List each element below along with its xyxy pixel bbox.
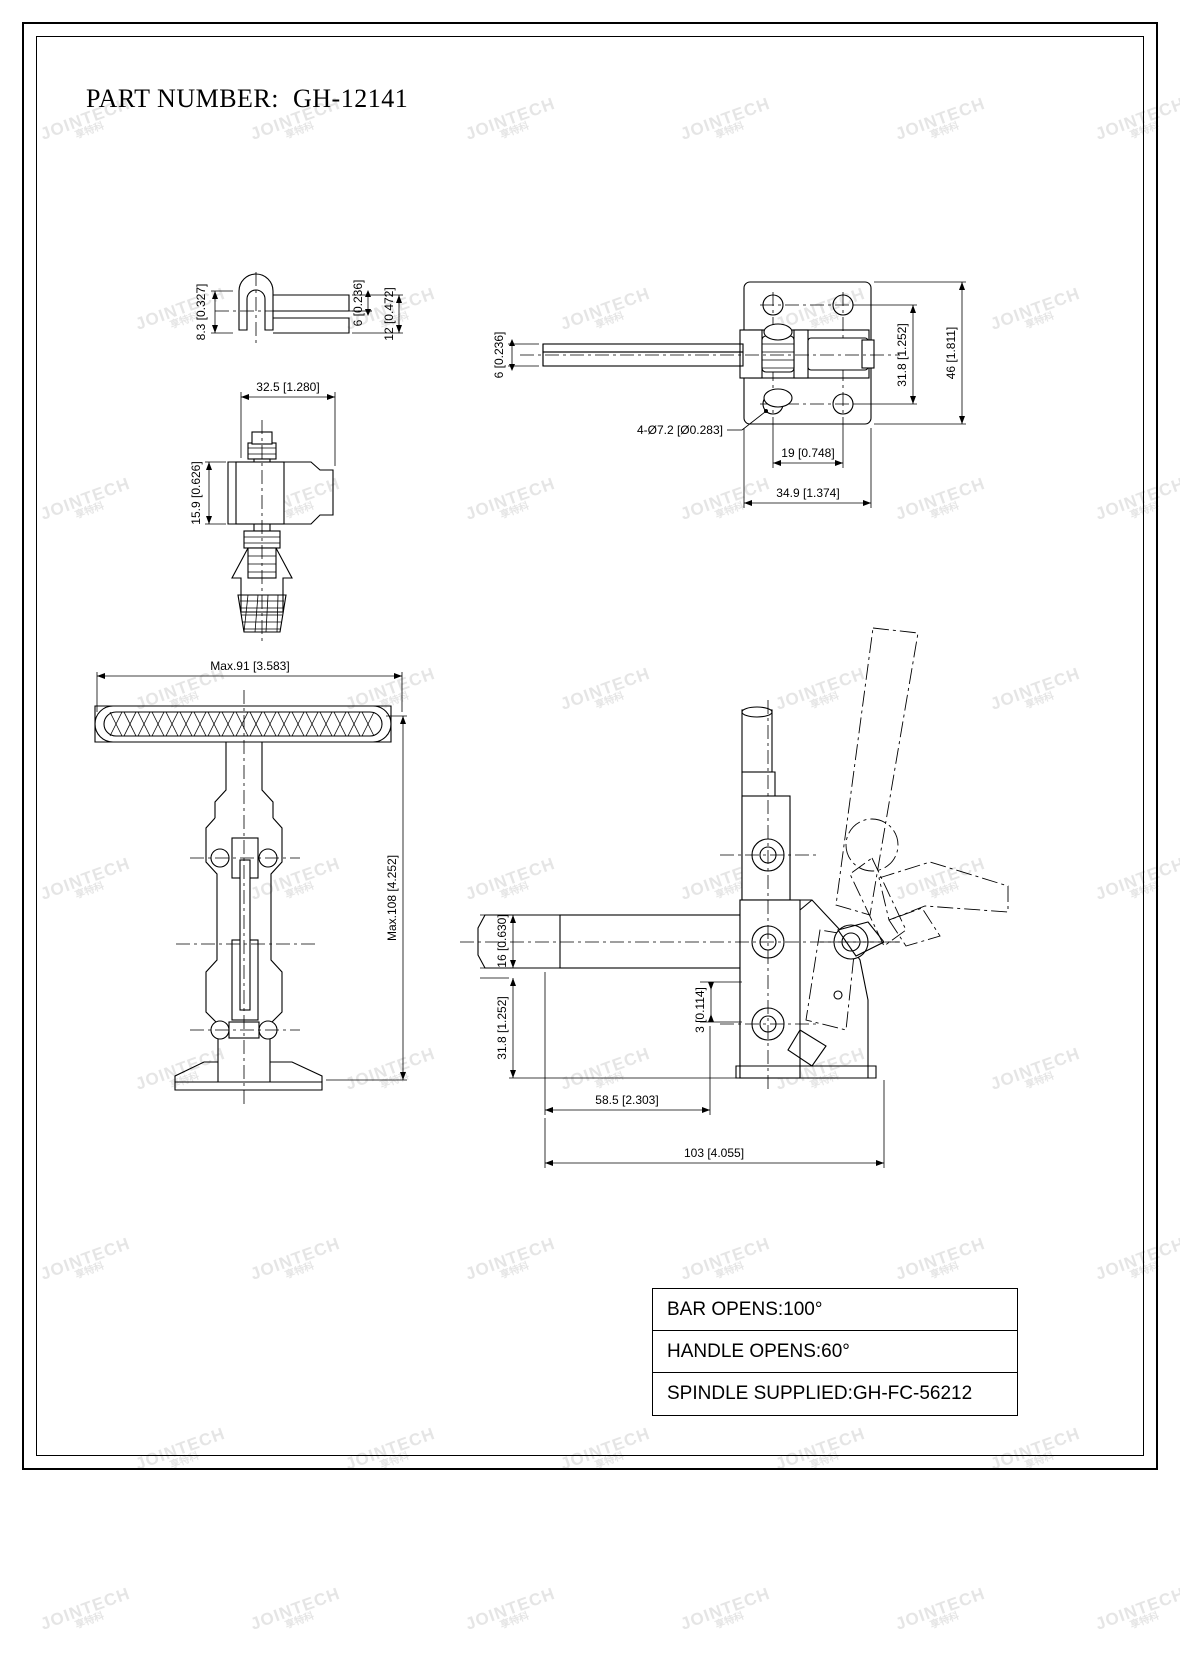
view-base-plate-top: 6 [0.236] 31.8 [1.252] 46 [1.811] 19 [0.… (492, 281, 966, 508)
dim-15-9: 15.9 [0.626] (189, 461, 203, 524)
note-handle-opens: HANDLE OPENS:60° (653, 1331, 1017, 1373)
dim-34-9: 34.9 [1.374] (776, 486, 839, 500)
note-spindle-supplied: SPINDLE SUPPLIED:GH-FC-56212 (667, 1383, 973, 1404)
view-spindle-side: 32.5 [1.280] 15.9 [0.626] (189, 380, 336, 645)
phantom-open-positions (805, 627, 1009, 1031)
note-bar-opens: BAR OPENS:100° (653, 1289, 1017, 1331)
dim-6-b: 6 [0.236] (492, 332, 506, 379)
dim-max-91: Max.91 [3.583] (210, 659, 289, 673)
dim-46: 46 [1.811] (944, 327, 958, 380)
border-inner (36, 36, 1144, 1456)
dim-16: 16 [0.630] (495, 914, 509, 967)
dim-6-a: 6 [0.236] (351, 280, 365, 327)
view-front-handle: Max.91 [3.583] Max.108 [4.252] (94, 659, 407, 1105)
dim-12: 12 [0.472] (382, 287, 396, 340)
dim-32-5: 32.5 [1.280] (256, 380, 319, 394)
note-hole-callout: 4-Ø7.2 [Ø0.283] (637, 423, 723, 437)
dim-3: 3 [0.114] (693, 987, 707, 1033)
notes-table: BAR OPENS:100° HANDLE OPENS:60° SPINDLE … (652, 1288, 1018, 1416)
border-outer (22, 22, 1158, 1470)
dim-31-8-b: 31.8 [1.252] (495, 996, 509, 1059)
view-u-bar-end: 8.3 [0.327] 6 [0.236] 12 [0.472] (194, 272, 403, 345)
page-title: PART NUMBER: GH-12141 (86, 84, 409, 113)
dim-103: 103 [4.055] (684, 1146, 744, 1160)
view-side-assembly: 16 [0.630] 31.8 [1.252] 3 [0.114] 58.5 [… (460, 627, 1009, 1168)
dim-58-5: 58.5 [2.303] (595, 1093, 658, 1107)
dim-19: 19 [0.748] (781, 446, 834, 460)
dim-8-3: 8.3 [0.327] (194, 284, 208, 341)
dim-31-8-a: 31.8 [1.252] (895, 323, 909, 386)
dim-max-108: Max.108 [4.252] (385, 855, 399, 941)
